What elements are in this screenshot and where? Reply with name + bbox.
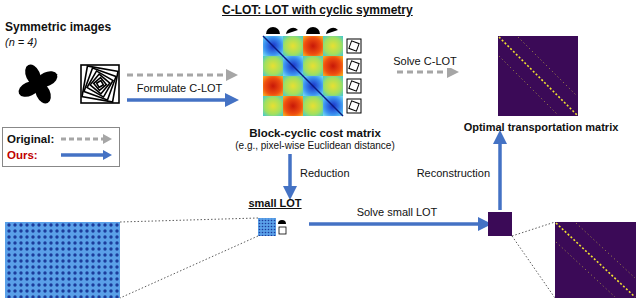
node-heading: Optimal transportation matrix bbox=[456, 120, 626, 134]
arrow-label: Reconstruction bbox=[415, 167, 492, 180]
node-note: (e.g., pixel-wise Euclidean distance) bbox=[235, 140, 395, 152]
ours-arrow bbox=[288, 154, 292, 193]
small-matrix-image bbox=[258, 218, 286, 236]
legend-line bbox=[61, 153, 103, 157]
cost-matrix-heatmap bbox=[263, 36, 343, 116]
legend-text: Original: bbox=[7, 132, 59, 146]
small-lot: small LOT bbox=[243, 196, 307, 240]
legend-arrowhead bbox=[103, 134, 112, 144]
original-arrow bbox=[127, 74, 232, 77]
ours-arrow bbox=[309, 222, 485, 226]
ours-arrow bbox=[127, 98, 232, 102]
original-arrow bbox=[397, 71, 453, 74]
legend-row: Ours: bbox=[7, 147, 115, 163]
image-group: Symmetric images(n = 4) bbox=[5, 20, 125, 108]
legend-sample bbox=[59, 133, 113, 145]
arrow-label: Formulate C-LOT bbox=[135, 82, 225, 95]
node-heading: Symmetric images bbox=[5, 20, 125, 35]
small-solution-zoom bbox=[555, 222, 636, 298]
small-solution bbox=[488, 212, 512, 236]
spiral-square-image bbox=[81, 65, 119, 103]
matrix-axis-icons bbox=[266, 27, 338, 34]
pinwheel-image bbox=[16, 62, 60, 106]
figure-title: C-LOT: LOT with cyclic symmetry bbox=[222, 3, 413, 17]
arrow-label: Solve small LOT bbox=[355, 206, 440, 219]
ours-arrow bbox=[498, 137, 502, 210]
legend-arrowhead bbox=[103, 150, 112, 160]
node-heading: Block-cyclic cost matrix bbox=[235, 126, 395, 140]
node-note: (n = 4) bbox=[5, 35, 125, 49]
cost-matrix: Block-cyclic cost matrix(e.g., pixel-wis… bbox=[235, 20, 395, 152]
legend-box: Original: Ours: bbox=[2, 127, 120, 167]
node-heading: small LOT bbox=[243, 196, 307, 210]
matrix-axis-icons bbox=[347, 39, 361, 113]
small-lot-zoom bbox=[5, 222, 120, 298]
arrow-label: Solve C-LOT bbox=[391, 55, 459, 68]
transport-matrix: Optimal transportation matrix bbox=[456, 28, 626, 134]
legend-row: Original: bbox=[7, 131, 115, 147]
arrow-label: Reduction bbox=[298, 167, 352, 180]
legend-text: Ours: bbox=[7, 148, 59, 162]
legend-sample bbox=[59, 149, 113, 161]
legend-line bbox=[61, 138, 103, 141]
transport-matrix-image bbox=[498, 36, 578, 116]
